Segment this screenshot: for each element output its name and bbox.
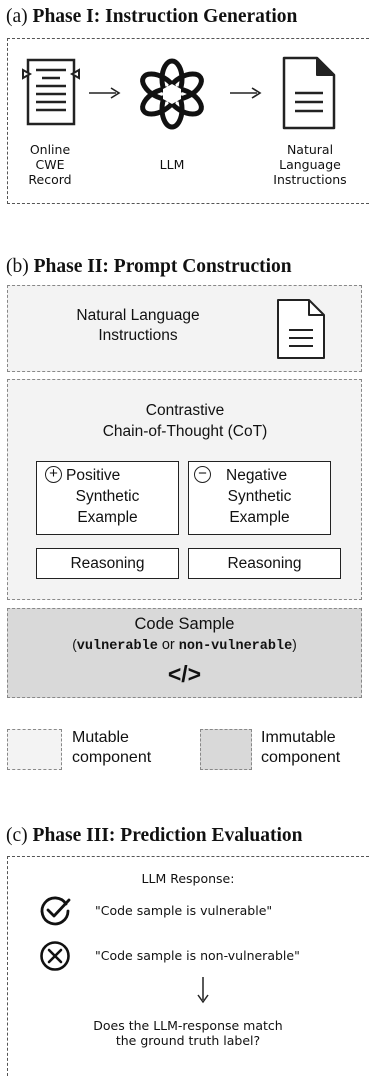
caption-line: Online [29,142,71,157]
symbol-text: + [49,465,58,482]
title-line: Contrastive [145,402,225,419]
caption-line: Natural [286,142,334,157]
question-line: the ground truth label? [115,1033,261,1048]
code-sample-subtitle: (vulnerable or non-vulnerable) [7,636,362,656]
document-icon [282,56,336,130]
arrow-right-icon [230,87,262,99]
legend-line: Mutable [72,729,129,746]
non-vulnerable-keyword: non-vulnerable [178,639,293,654]
label-line: Natural Language [76,307,200,324]
legend-line: component [261,749,341,766]
phase1-title-text: Phase I: Instruction Generation [32,6,298,27]
arrow-right-icon [89,87,121,99]
phase1-title: (a) Phase I: Instruction Generation [6,6,297,28]
label-line: Synthetic [227,488,292,505]
label-line: Negative [226,467,288,484]
response-vulnerable: "Code sample is vulnerable" [95,903,272,919]
caption-line: Instructions [273,172,347,187]
label-line: Instructions [98,327,178,344]
legend-immutable-swatch [200,729,252,770]
ground-truth-question: Does the LLM-response match the ground t… [7,1018,369,1048]
caption-line: CWE [35,157,65,172]
header-text: LLM Response: [141,871,235,886]
response-non-vulnerable: "Code sample is non-vulnerable" [95,948,300,964]
negative-example-label: Negative [226,465,287,486]
question-line: Does the LLM-response match [93,1018,283,1033]
phase3-frame [7,856,369,1076]
positive-example-label-rest: Synthetic Example [36,486,179,528]
response-text: "Code sample is non-vulnerable" [95,948,300,963]
legend-mutable-label: Mutable component [72,728,151,768]
arrow-down-icon [197,977,209,1004]
legend-line: Immutable [261,729,336,746]
reasoning-label: Reasoning [70,555,145,572]
caption-line: Record [28,172,72,187]
document-record-icon [22,58,80,126]
llm-logo-icon [140,58,204,130]
title-text: Code Sample [134,615,235,633]
reasoning-label: Reasoning [227,555,302,572]
phase3-title-text: Phase III: Prediction Evaluation [32,825,303,846]
legend-mutable-swatch [7,729,62,770]
vulnerable-keyword: vulnerable [76,639,158,654]
phase2-title: (b) Phase II: Prompt Construction [6,256,292,278]
phase1-frame [7,38,369,204]
caption-line: LLM [159,157,185,172]
phase3-title: (c) Phase III: Prediction Evaluation [6,825,302,847]
phase2-title-text: Phase II: Prompt Construction [33,256,292,277]
paren: ) [292,637,297,652]
legend-line: component [72,749,152,766]
positive-symbol-icon: + [45,466,62,483]
label-line: Synthetic [75,488,140,505]
caption-online-cwe-record: Online CWE Record [12,142,88,187]
title-line: Chain-of-Thought (CoT) [102,423,268,440]
code-symbol: </> [167,661,202,687]
negative-example-box [188,461,331,535]
code-icon: </> [7,659,362,689]
document-icon [277,299,325,359]
response-text: "Code sample is vulnerable" [95,903,273,918]
code-sample-box [7,608,362,698]
check-circle-icon [40,896,71,926]
negative-symbol-icon: − [194,466,211,483]
caption-line: Language [279,157,341,172]
caption-natural-language-instructions: Natural Language Instructions [262,142,358,187]
instructions-box-label: Natural Language Instructions [40,306,236,346]
llm-response-header: LLM Response: [7,871,369,887]
symbol-text: − [198,465,207,482]
phase3-prefix: (c) [6,825,33,846]
label-line: Example [229,509,290,526]
cot-title: Contrastive Chain-of-Thought (CoT) [30,400,340,442]
label-line: Example [77,509,138,526]
code-sample-title: Code Sample [7,614,362,634]
phase1-prefix: (a) [6,6,33,27]
caption-llm: LLM [132,157,212,172]
reasoning-box-positive: Reasoning [36,548,179,579]
reasoning-box-negative: Reasoning [188,548,341,579]
label-line: Positive [66,467,121,484]
or-text: or [157,637,179,653]
positive-example-label: Positive [66,465,120,486]
paren: ( [72,637,77,652]
phase2-prefix: (b) [6,256,34,277]
x-circle-icon [40,941,70,971]
negative-example-label-rest: Synthetic Example [188,486,331,528]
legend-immutable-label: Immutable component [261,728,340,768]
